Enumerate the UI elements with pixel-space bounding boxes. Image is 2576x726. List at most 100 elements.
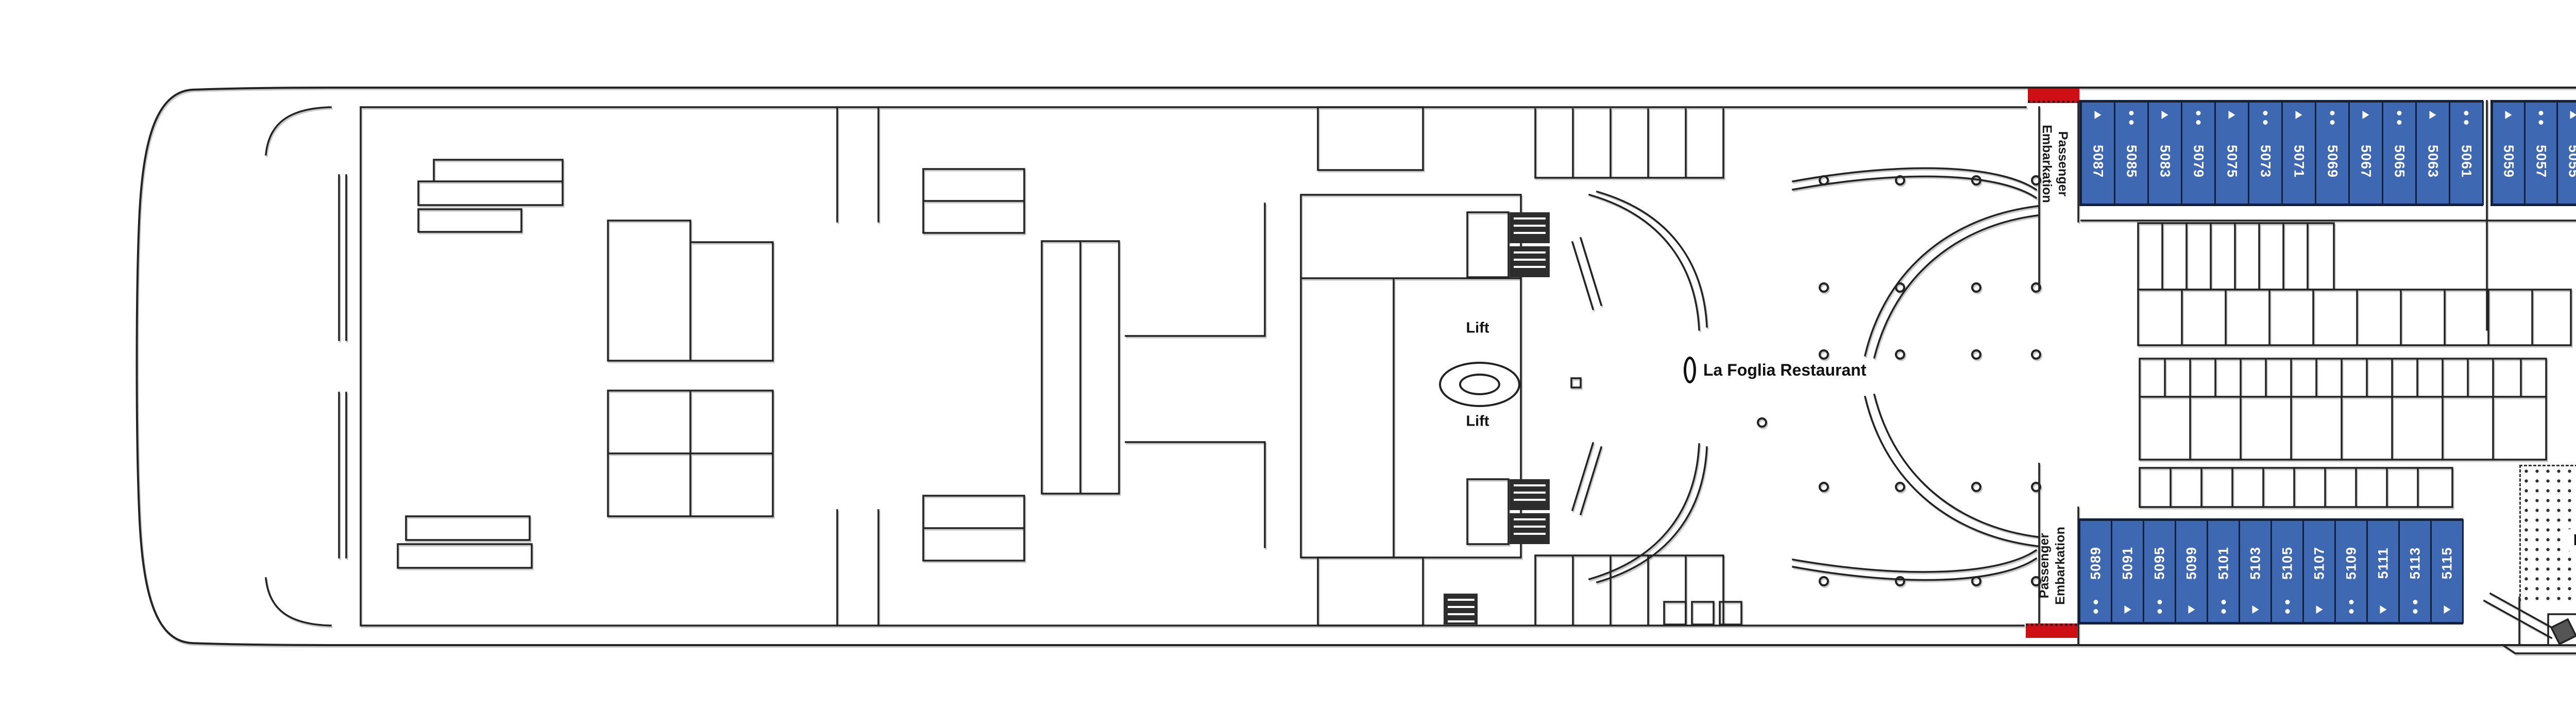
cabin-5111[interactable]: 5111 — [2366, 519, 2400, 623]
cabin-number: 5055 — [2566, 144, 2576, 178]
cabin-5105[interactable]: 5105 — [2270, 519, 2304, 623]
sofa-bed-icon — [2124, 605, 2131, 614]
sofa-bed-icon — [2161, 111, 2168, 119]
cabin-number: 5065 — [2392, 144, 2408, 178]
cabin-5057[interactable]: 5057 — [2524, 101, 2558, 205]
cabin-number: 5099 — [2183, 547, 2199, 580]
cabin-5113[interactable]: 5113 — [2398, 519, 2432, 623]
cabin-number: 5071 — [2291, 144, 2307, 178]
upper-beds-icon — [2397, 111, 2402, 125]
sofa-bed-icon — [2316, 605, 2323, 614]
cabin-number: 5057 — [2533, 144, 2549, 178]
cabin-5067[interactable]: 5067 — [2348, 101, 2383, 205]
sofa-bed-icon — [2362, 111, 2369, 119]
sofa-bed-icon — [2505, 111, 2512, 119]
cabin-5069[interactable]: 5069 — [2315, 101, 2350, 205]
cabin-5059[interactable]: 5059 — [2492, 101, 2526, 205]
upper-beds-icon — [2263, 111, 2268, 125]
cabin-number: 5113 — [2407, 547, 2422, 580]
cabin-number: 5105 — [2279, 547, 2295, 580]
cabin-number: 5115 — [2439, 547, 2454, 580]
upper-beds-icon — [2129, 111, 2134, 125]
cabin-number: 5109 — [2343, 547, 2359, 580]
sofa-bed-icon — [2570, 111, 2576, 119]
cabin-5075[interactable]: 5075 — [2214, 101, 2249, 205]
sofa-bed-icon — [2444, 605, 2450, 614]
cabin-number: 5069 — [2325, 144, 2341, 178]
cabin-5101[interactable]: 5101 — [2207, 519, 2240, 623]
cabin-row-top-aft-2 — [2490, 100, 2576, 206]
lift-label-1: Lift — [1466, 319, 1489, 336]
cabin-5071[interactable]: 5071 — [2281, 101, 2316, 205]
cabin-number: 5059 — [2501, 144, 2517, 178]
cabin-5099[interactable]: 5099 — [2175, 519, 2208, 623]
sofa-bed-icon — [2252, 605, 2259, 614]
upper-beds-icon — [2221, 600, 2226, 614]
cabin-number: 5087 — [2090, 144, 2106, 178]
cabin-number: 5075 — [2224, 144, 2240, 178]
cabin-number: 5073 — [2258, 144, 2274, 178]
restaurant-label: La Foglia Restaurant — [1684, 357, 1867, 383]
cabin-5085[interactable]: 5085 — [2114, 101, 2149, 205]
lift-oval — [1439, 362, 1520, 407]
cabin-5065[interactable]: 5065 — [2382, 101, 2417, 205]
restaurant-name: La Foglia Restaurant — [1703, 360, 1867, 379]
cabin-number: 5095 — [2151, 547, 2167, 580]
cabin-5115[interactable]: 5115 — [2430, 519, 2464, 623]
upper-beds-icon — [2093, 600, 2098, 614]
cabin-5061[interactable]: 5061 — [2449, 101, 2484, 205]
sofa-bed-icon — [2429, 111, 2436, 119]
cabin-5073[interactable]: 5073 — [2248, 101, 2283, 205]
cabin-5109[interactable]: 5109 — [2334, 519, 2368, 623]
cabin-number: 5111 — [2375, 547, 2391, 579]
embark-top-aft-marker — [2028, 89, 2079, 103]
sofa-bed-icon — [2188, 605, 2195, 614]
cabin-number: 5085 — [2124, 144, 2140, 178]
leaf-icon — [1684, 357, 1696, 383]
upper-beds-icon — [2464, 111, 2469, 125]
cabin-5091[interactable]: 5091 — [2111, 519, 2144, 623]
cabin-5089[interactable]: 5089 — [2079, 519, 2112, 623]
upper-beds-icon — [2538, 111, 2544, 125]
arena-floor — [2519, 465, 2576, 601]
upper-beds-icon — [2349, 600, 2353, 614]
cabin-number: 5067 — [2358, 144, 2374, 178]
cabin-number: 5083 — [2157, 144, 2173, 178]
cabin-5095[interactable]: 5095 — [2143, 519, 2176, 623]
lift-label-2: Lift — [1466, 413, 1489, 430]
cabin-5087[interactable]: 5087 — [2080, 101, 2115, 205]
upper-beds-icon — [2285, 600, 2290, 614]
cabin-5079[interactable]: 5079 — [2181, 101, 2216, 205]
table-column-dots — [1757, 175, 2041, 586]
cabin-number: 5089 — [2088, 547, 2103, 580]
hull-outline — [135, 87, 2576, 646]
sofa-bed-icon — [2094, 111, 2102, 119]
cabin-number: 5103 — [2247, 547, 2263, 580]
cabin-5083[interactable]: 5083 — [2147, 101, 2182, 205]
embark-bottom-aft-marker — [2026, 623, 2077, 638]
cabin-number: 5107 — [2311, 547, 2327, 580]
sofa-bed-icon — [2380, 605, 2386, 614]
cabin-5107[interactable]: 5107 — [2302, 519, 2336, 623]
cabin-number: 5101 — [2215, 547, 2231, 580]
upper-beds-icon — [2330, 111, 2335, 125]
upper-beds-icon — [2157, 600, 2162, 614]
sofa-bed-icon — [2295, 111, 2302, 119]
sofa-bed-icon — [2228, 111, 2235, 119]
upper-beds-icon — [2196, 111, 2201, 125]
cabin-5103[interactable]: 5103 — [2239, 519, 2272, 623]
upper-beds-icon — [2413, 600, 2417, 614]
cabin-5063[interactable]: 5063 — [2415, 101, 2450, 205]
arena-label: MSC Luna Park Arena — [2567, 529, 2576, 551]
cabin-number: 5061 — [2459, 144, 2475, 178]
stairs-icon — [1444, 212, 1550, 624]
slide-icon — [2483, 592, 2576, 646]
cabin-number: 5079 — [2191, 144, 2207, 178]
cabin-number: 5063 — [2425, 144, 2441, 178]
lift-oval-inner — [1459, 374, 1500, 395]
cabin-5055[interactable]: 5055 — [2556, 101, 2576, 205]
cabin-number: 5091 — [2120, 547, 2135, 580]
